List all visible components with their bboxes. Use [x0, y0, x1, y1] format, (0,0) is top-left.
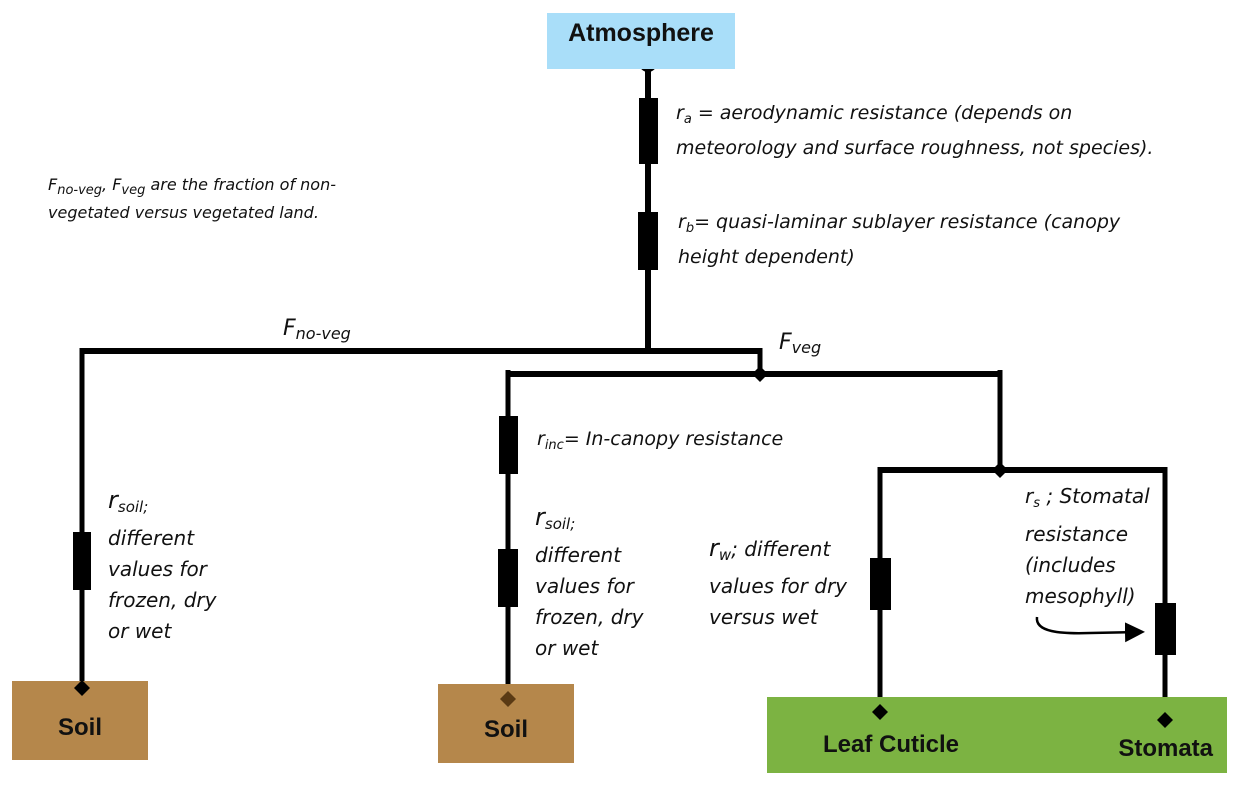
fraction-note: Fno-veg, Fveg are the fraction of non- v…: [48, 174, 336, 224]
resistor-rs: [1155, 603, 1176, 655]
stomata-label: Stomata: [1118, 735, 1213, 762]
rinc-label: rinc= In-canopy resistance: [537, 427, 783, 458]
rb-sub: b: [685, 221, 695, 236]
rw-label: rw; different values for dry versus wet: [709, 533, 847, 633]
rw-line-1: values for dry: [709, 574, 848, 598]
rsoil-left-label: rsoil; different values for frozen, dry …: [108, 485, 216, 647]
rb-symbol: r: [678, 211, 686, 233]
branch-no-veg-sub: no-veg: [295, 324, 351, 343]
leaf-junction-diamond: [992, 462, 1008, 478]
rsoil-middle-line-3: frozen, dry: [535, 605, 644, 629]
rsoil-middle-line-2: values for: [535, 574, 634, 598]
veg-junction-diamond: [752, 366, 768, 382]
note-f-noveg-sub: no-veg: [57, 183, 103, 198]
note-f-veg: F: [112, 175, 122, 194]
note-f-noveg: F: [48, 175, 58, 194]
soil-middle-box: Soil: [438, 684, 574, 763]
rs-line-2: (includes: [1025, 553, 1116, 577]
rw-text-1: ; different: [731, 537, 831, 561]
resistor-rinc: [499, 416, 518, 474]
ra-symbol: r: [676, 102, 684, 124]
note-sep: ,: [102, 175, 113, 194]
rinc-symbol: r: [537, 428, 545, 450]
resistor-rb: [638, 212, 658, 270]
branch-label-veg: Fveg: [779, 330, 821, 360]
note-text-2: vegetated versus vegetated land.: [48, 203, 319, 222]
branch-veg-f: F: [779, 330, 792, 355]
rs-label: rs ; Stomatal resistance (includes mesop…: [1025, 481, 1150, 612]
leaf-cuticle-label: Leaf Cuticle: [823, 731, 960, 758]
rs-sub: s: [1033, 496, 1041, 511]
ra-text-2: meteorology and surface roughness, not s…: [676, 137, 1154, 159]
rsoil-left-line-4: or wet: [108, 619, 172, 643]
rsoil-left-symbol: r: [108, 486, 118, 514]
ra-label: ra = aerodynamic resistance (depends on …: [676, 99, 1153, 163]
leaf-box: Leaf Cuticle Stomata: [767, 697, 1227, 773]
note-text-1: are the fraction of non-: [145, 175, 336, 194]
branch-veg-sub: veg: [791, 338, 822, 357]
rsoil-left-line-2: values for: [108, 557, 207, 581]
atmosphere-label: Atmosphere: [568, 19, 714, 47]
rs-symbol: r: [1025, 484, 1034, 508]
rsoil-left-line-1: different: [108, 526, 195, 550]
ra-sub: a: [683, 112, 692, 127]
resistor-rsoil-middle: [498, 549, 518, 607]
note-f-veg-sub: veg: [121, 183, 146, 198]
soil-left-label: Soil: [57, 713, 102, 741]
rs-text-1: ; Stomatal: [1040, 484, 1150, 508]
rs-line-1: resistance: [1025, 522, 1128, 546]
rw-line-2: versus wet: [709, 605, 818, 629]
rb-text-2: height dependent): [678, 246, 855, 268]
branch-no-veg-f: F: [283, 316, 296, 341]
rsoil-left-line-3: frozen, dry: [108, 588, 217, 612]
resistor-rw: [870, 558, 891, 610]
rsoil-middle-label: rsoil; different values for frozen, dry …: [535, 502, 643, 664]
branch-label-no-veg: Fno-veg: [283, 316, 351, 346]
rw-sub: w: [718, 546, 732, 564]
soil-middle-label: Soil: [483, 715, 528, 743]
soil-left-box: Soil: [12, 681, 148, 760]
rs-line-3: mesophyll): [1025, 584, 1136, 608]
rinc-text: = In-canopy resistance: [563, 428, 784, 450]
rw-symbol: r: [709, 534, 719, 562]
rb-label: rb= quasi-laminar sublayer resistance (c…: [678, 208, 1120, 272]
rinc-sub: inc: [544, 438, 564, 453]
atmosphere-box: Atmosphere: [547, 13, 735, 69]
rsoil-middle-symbol: r: [535, 503, 545, 531]
rsoil-left-sub: soil;: [117, 498, 149, 516]
mesophyll-arrow: [1035, 616, 1145, 643]
rsoil-middle-line-1: different: [535, 543, 622, 567]
ra-text-1: = aerodynamic resistance (depends on: [691, 102, 1073, 124]
rsoil-middle-sub: soil;: [544, 515, 576, 533]
rsoil-middle-line-4: or wet: [535, 636, 599, 660]
rb-text-1: = quasi-laminar sublayer resistance (can…: [694, 211, 1121, 233]
resistor-rsoil-left: [73, 532, 91, 590]
resistor-ra: [639, 98, 658, 164]
